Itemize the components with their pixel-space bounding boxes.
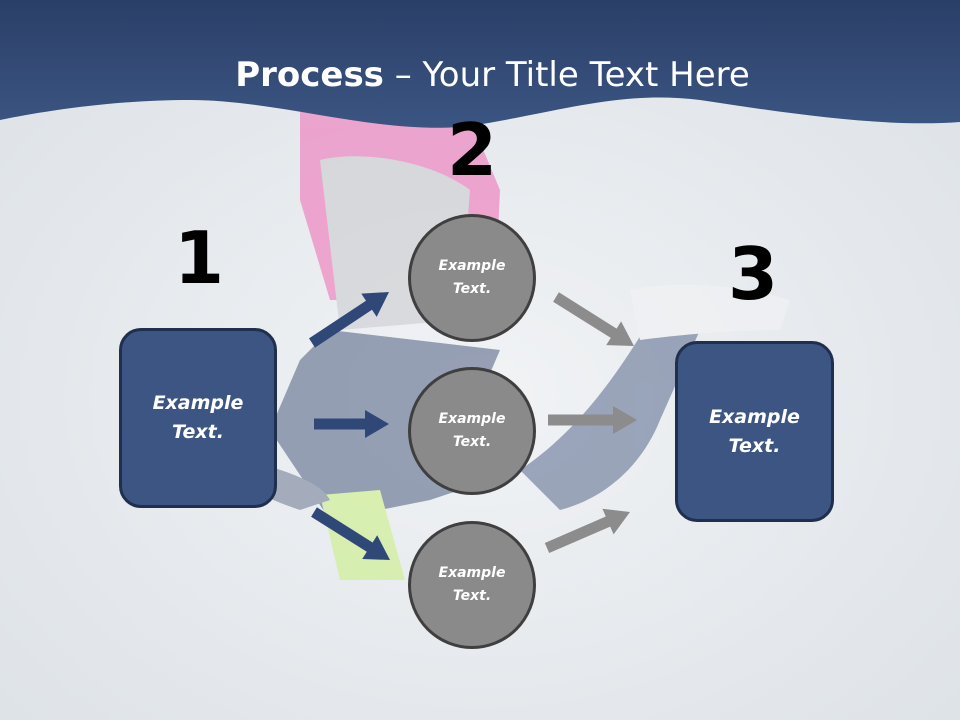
arrow-2-top-to-3 [553, 292, 634, 346]
header-band [0, 0, 960, 128]
step-2-circle-bottom: Example Text. [408, 521, 536, 649]
title-rest: – Your Title Text Here [383, 55, 750, 95]
step-2-circle-middle: Example Text. [408, 367, 536, 495]
arrow-1-to-2-bottom [311, 507, 390, 560]
arrow-1-to-2-middle [314, 410, 389, 438]
step-1-number: 1 [173, 216, 225, 300]
step-3-text: Example Text. [709, 405, 800, 457]
arrow-2-middle-to-3 [548, 406, 637, 434]
title-bold: Process [235, 55, 384, 95]
slide-title: Process – Your Title Text Here [0, 52, 960, 98]
arrow-1-to-2-top [309, 292, 389, 348]
step-2-middle-text: Example Text. [438, 411, 506, 450]
step-2-top-text: Example Text. [438, 258, 506, 297]
step-2-circle-top: Example Text. [408, 214, 536, 342]
step-2-bottom-text: Example Text. [438, 565, 506, 604]
step-3-box: Example Text. [675, 341, 834, 522]
step-1-box: Example Text. [119, 328, 277, 508]
arrow-2-bottom-to-3 [544, 508, 630, 553]
step-2-number: 2 [446, 108, 498, 192]
step-1-text: Example Text. [152, 392, 244, 443]
step-3-number: 3 [727, 232, 779, 316]
